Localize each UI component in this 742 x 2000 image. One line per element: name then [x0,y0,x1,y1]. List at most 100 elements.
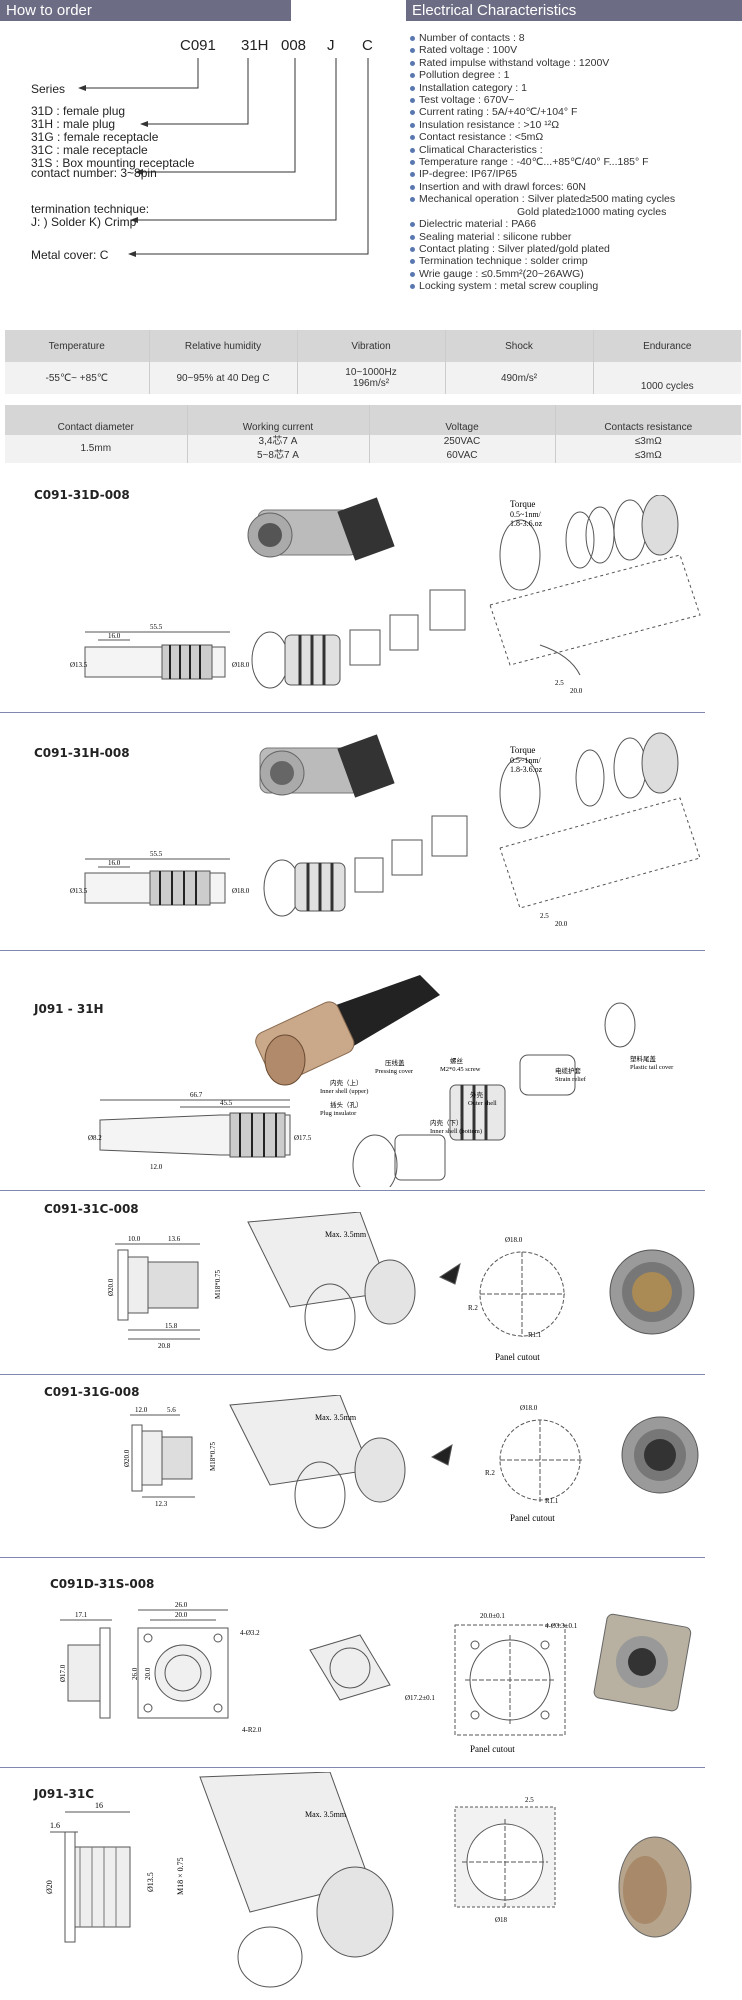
electrical-item: Number of contacts : 8 [410,32,675,44]
part-label-cn: 内壳（下） [430,1118,463,1127]
dim-height: 20.0 [144,1667,152,1680]
contact-number-label: contact number: 3~8pin [31,166,157,180]
connector-photo [255,975,440,1086]
part-label: M2*0.45 screw [440,1066,481,1073]
torque-label: Torque [510,499,535,509]
dim-width: 20.0 [175,1611,188,1619]
series-option: 31H : male plug [31,117,116,131]
part-label: Outer shell [468,1100,497,1107]
connector-photo [621,1416,699,1494]
section-title-31g: C091-31G-008 [44,1385,140,1399]
dim-diameter: Ø13.5 [70,661,88,669]
part-label-cn: 压线盖 [385,1058,405,1067]
header-shock: Shock [445,330,594,362]
exploded-view [263,732,701,917]
series-option: 31S : Box mounting receptacle [31,156,195,170]
drawing-j091-31h: 压线盖 Pressing cover 螺丝 M2*0.45 screw 电缆护套… [88,975,674,1187]
dim-width: 12.0 [135,1406,148,1414]
connector-photo [247,497,395,561]
dim-holes: 4-Ø3.2 [240,1629,260,1637]
electrical-item: IP-degree: IP67/IP65 [410,168,675,180]
electrical-item: Test voltage : 670V~ [410,94,675,106]
panel-assembly [247,1212,461,1351]
table-header-row: Temperature Relative humidity Vibration … [5,330,741,362]
exploded-view [352,1002,636,1187]
electrical-item: Rated voltage : 100V [410,44,675,56]
voltage-value: 250VAC [369,435,556,449]
dim-strip: 2.5 [555,679,564,687]
dimension-drawing [130,1414,195,1498]
dim-diameter: Ø13.5 [70,887,88,895]
section-title-31d: C091-31D-008 [34,488,130,502]
endurance-value: 1000 cycles [593,362,741,394]
dim-strip: 20.0 [570,687,583,695]
header-voltage: Voltage [369,405,556,435]
drawing-31s: 17.1 26.0 20.0 Ø17.0 26.0 20.0 4-Ø3.2 4-… [59,1601,692,1754]
panel-cutout-drawing [454,1806,556,1908]
dim-cutout: 20.0±0.1 [480,1612,505,1620]
panel-cutout-drawing [499,1419,582,1503]
electrical-item: Contact plating : Silver plated/gold pla… [410,243,675,255]
connector-photo [259,734,395,798]
dim-cutout: Ø18.0 [520,1404,538,1412]
dimension-drawing [99,1099,291,1158]
dim-diameter: Ø18.0 [232,887,250,895]
electrical-item: Current rating : 5A/+40℃/+104° F [410,106,675,118]
part-label: Pressing cover [375,1068,414,1075]
dim-radius: 4-R2.0 [242,1726,262,1734]
electrical-item: Installation category : 1 [410,82,675,94]
dim-diameter: Ø20.0 [107,1278,115,1296]
table-row: 1.5mm 3,4芯7 A 250VAC ≤3mΩ [5,435,741,463]
table-row: 5~8芯7 A 60VAC ≤3mΩ [5,449,741,463]
header-humidity: Relative humidity [149,330,298,362]
header-contact-diameter: Contact diameter [5,405,188,435]
max-panel-label: Max. 3.5mm [305,1810,347,1819]
dim-diameter: Ø17.0 [59,1664,67,1682]
panel-assembly [199,1772,394,1988]
section-divider [0,1557,705,1558]
code-part-cover: C [362,37,373,54]
part-label-cn: 外壳 [470,1090,484,1099]
drawing-31c: 10.0 13.6 Ø20.0 M18*0.75 15.8 20.8 Max. … [107,1212,695,1362]
header-temperature: Temperature [5,330,150,362]
resistance-value: ≤3mΩ [555,435,741,449]
electrical-item: Pollution degree : 1 [410,69,675,81]
dim-flat: 2.5 [525,1796,534,1804]
dim-length: 55.5 [150,623,163,631]
connector-photo [593,1613,692,1712]
torque-value: 1.8-3.6.oz [510,765,543,774]
dim-cutout: Ø17.2±0.1 [405,1694,435,1702]
dim-holes: 4-Ø3.3±0.1 [545,1622,578,1630]
part-label-cn: 螺丝 [450,1056,464,1065]
voltage-value: 60VAC [369,449,556,463]
environment-table: Temperature Relative humidity Vibration … [5,330,741,394]
dim-thread: M18*0.75 [214,1270,222,1299]
series-option: 31G : female receptacle [31,130,159,144]
section-title-31h: C091-31H-008 [34,746,130,760]
part-label-cn: 塑料尾盖 [630,1054,657,1063]
section-title-j091-31h: J091 - 31H [34,1002,104,1016]
dim-width: 13.6 [168,1235,181,1243]
dimension-drawing [60,1609,391,1719]
torque-value: 1.8-3.6.oz [510,519,543,528]
electrical-item: Contact resistance : <5mΩ [410,131,675,143]
electrical-item: Sealing material : silicone rubber [410,231,675,243]
contact-diameter-value: 1.5mm [5,435,188,463]
dim-cutout: Ø18.0 [505,1236,523,1244]
electrical-item: Temperature range : -40℃...+85℃/40° F...… [410,156,675,168]
section-divider [0,1767,705,1768]
part-label-cn: 电缆护套 [555,1066,582,1075]
panel-assembly [229,1395,453,1529]
termination-options: J: ) Solder K) Crimp [31,215,137,229]
part-label: Plastic tail cover [630,1064,674,1071]
dim-radius: R.2 [468,1304,478,1312]
connector-photo [618,1836,692,1938]
header-working-current: Working current [187,405,370,435]
electrical-item: Locking system : metal screw coupling [410,280,675,292]
dim-height: 26.0 [131,1667,139,1680]
dim-length: 45.5 [220,1099,233,1107]
dim-length: 66.7 [190,1091,203,1099]
electrical-item: Dielectric material : PA66 [410,218,675,230]
termination-label: termination technique: [31,202,150,216]
connector-photo [609,1249,695,1335]
